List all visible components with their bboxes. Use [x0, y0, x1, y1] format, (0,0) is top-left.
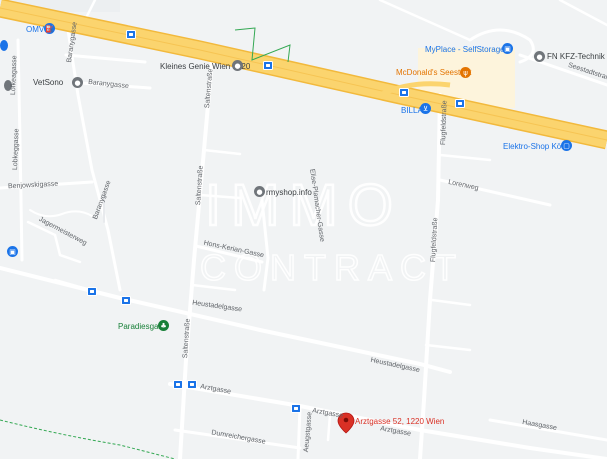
street-stub-2 — [430, 298, 472, 307]
place-icon[interactable]: ● — [72, 77, 83, 88]
park-boundary — [0, 419, 176, 459]
street-arztgasse — [168, 382, 607, 459]
poi-fn-kfz-technik[interactable]: FN KFZ-Technik — [547, 53, 605, 61]
street-hons-kerian-gasse — [194, 244, 264, 264]
street-jagermeisterweg — [26, 220, 82, 264]
poi-omv-label: OMV — [26, 25, 45, 34]
poi-kleines-genie-label: Kleines Genie Wien 1220 — [160, 62, 251, 71]
transit-stop-icon[interactable] — [126, 30, 136, 39]
street-label: Lofkeagasse — [10, 55, 19, 96]
poi-vetsono-label: VetSono — [33, 78, 64, 87]
place-icon[interactable]: ● — [232, 60, 243, 71]
transit-stop-icon[interactable] — [291, 404, 301, 413]
street-lofkeagasse — [16, 38, 24, 262]
transit-stop-icon[interactable] — [187, 380, 197, 389]
poi-mcdonalds[interactable]: McDonald's Seestadt — [396, 69, 471, 77]
poi-myplace-label: MyPlace - SelfStorage — [425, 45, 505, 54]
place-icon[interactable] — [0, 40, 8, 51]
street-stub-6 — [190, 283, 237, 292]
street-label: Lobkeggasse — [12, 128, 21, 171]
street-topright-2 — [558, 0, 607, 27]
shopping-cart-icon[interactable]: ⊻ — [420, 103, 431, 114]
poi-rmyshop[interactable]: rmyshop.info — [266, 189, 312, 197]
transit-stop-icon[interactable] — [263, 61, 273, 70]
park-icon[interactable]: ♣ — [158, 320, 169, 331]
green-path — [234, 27, 291, 63]
place-icon[interactable]: ● — [254, 186, 265, 197]
street-dumreichergasse — [173, 428, 302, 450]
highway-divider — [0, 7, 607, 141]
street-benjowskigasse — [0, 180, 94, 190]
transit-stop-icon[interactable] — [399, 88, 409, 97]
transit-stop-icon[interactable] — [87, 287, 97, 296]
restaurant-icon[interactable]: ψ — [460, 67, 471, 78]
street-haasgasse — [488, 418, 607, 442]
poi-billa[interactable]: BILLA — [401, 107, 423, 115]
gas-station-icon[interactable]: ⛽ — [44, 23, 55, 34]
street-stub-5 — [198, 193, 242, 200]
shopping-bag-icon[interactable]: ▢ — [561, 140, 572, 151]
street-saltenstrasse — [178, 58, 214, 459]
street-aeugstgasse — [296, 406, 302, 459]
marker-label[interactable]: Arztgasse 52, 1220 Wien — [355, 418, 444, 426]
poi-myplace[interactable]: MyPlace - SelfStorage — [425, 46, 505, 54]
transit-stop-icon[interactable] — [121, 296, 131, 305]
street-baranygasse-left — [66, 28, 122, 292]
poi-paradiesgartl[interactable]: Paradiesgartl — [118, 323, 165, 331]
poi-omv[interactable]: OMV — [26, 26, 44, 34]
street-stub-3 — [424, 343, 472, 352]
transit-stop-icon[interactable] — [455, 99, 465, 108]
place-icon[interactable]: ● — [534, 51, 545, 62]
poi-paradiesgartl-label: Paradiesgartl — [118, 322, 166, 331]
poi-elektro-shop[interactable]: Elektro-Shop Köck — [503, 143, 569, 151]
poi-mcdonalds-label: McDonald's Seestadt — [396, 68, 472, 77]
street-lorenweg — [438, 178, 552, 207]
street-topright — [378, 0, 472, 42]
poi-billa-label: BILLA — [401, 106, 423, 115]
street-loop — [29, 209, 93, 218]
marker-label-text: Arztgasse 52, 1220 Wien — [355, 417, 445, 426]
street-elise-plamacher-gasse — [260, 198, 270, 292]
street-stub-7 — [326, 413, 332, 442]
poi-rmyshop-label: rmyshop.info — [266, 188, 312, 197]
transit-stop-icon[interactable] — [173, 380, 183, 389]
place-icon[interactable] — [4, 80, 12, 91]
highway — [0, 0, 607, 150]
street-baranygasse-top — [64, 53, 147, 64]
poi-fn-kfz-label: FN KFZ-Technik — [547, 52, 605, 61]
storage-icon[interactable]: ▣ — [502, 43, 513, 54]
street-flugfeldstrasse — [418, 93, 442, 459]
place-icon[interactable]: ▣ — [7, 246, 18, 257]
street-faint-2 — [53, 278, 92, 292]
poi-kleines-genie[interactable]: Kleines Genie Wien 1220 — [160, 63, 250, 71]
poi-vetsono[interactable]: VetSono — [33, 79, 63, 87]
street-stub-4 — [202, 148, 242, 156]
poi-elektro-label: Elektro-Shop Köck — [503, 142, 570, 151]
street-baranygasse-vet — [78, 81, 152, 90]
street-stub-1 — [438, 153, 492, 162]
highway-ramp — [378, 81, 451, 98]
retail-area — [418, 48, 515, 108]
